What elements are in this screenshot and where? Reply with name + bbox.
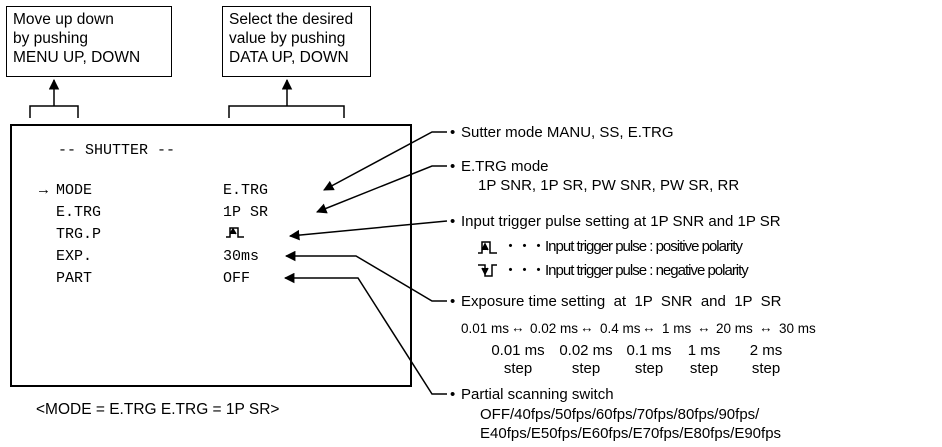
leader-exposure	[284, 250, 447, 302]
note-exposure-title: Exposure time setting at 1P SNR and 1P S…	[461, 293, 782, 310]
bullet-partial: •	[450, 386, 456, 403]
bullet-exposure: •	[450, 293, 456, 310]
bullet-shutter: •	[450, 124, 456, 141]
note-partial-title: Partial scanning switch	[461, 386, 614, 403]
exposure-range-3: 1 ms	[662, 321, 692, 336]
range-arrow-icon: ↔	[511, 320, 525, 335]
note-etrg-values: 1P SNR, 1P SR, PW SNR, PW SR, RR	[478, 177, 740, 194]
exposure-step-value: 2 ms	[749, 342, 783, 359]
leader-etrg-mode	[316, 165, 447, 214]
note-trigger-negative: ・・・Input trigger pulse : negative polari…	[503, 262, 749, 279]
negative-pulse-icon	[478, 264, 497, 277]
menu-bracket	[29, 105, 79, 118]
note-shutter-mode: Sutter mode MANU, SS, E.TRG	[461, 124, 674, 141]
positive-pulse-icon	[478, 241, 497, 254]
exposure-range-0: 0.01 ms	[461, 321, 510, 336]
range-arrow-icon: ↔	[580, 320, 594, 335]
menu-row-exp-label: EXP.	[56, 248, 93, 265]
note-trigger-title: Input trigger pulse setting at 1P SNR an…	[461, 213, 781, 230]
exposure-step-unit: step	[751, 360, 781, 377]
menu-row-mode-value: E.TRG	[223, 182, 269, 199]
menu-row-etrg-value: 1P SR	[223, 204, 269, 221]
leader-trigger	[288, 220, 448, 241]
exposure-step-2: 0.1 ms step	[621, 342, 677, 378]
shutter-menu-screen	[10, 124, 412, 387]
menu-callout-line-2: by pushing	[13, 30, 88, 47]
menu-callout-line-1: Move up down	[13, 11, 114, 28]
data-callout-box: Select the desired value by pushing DATA…	[222, 6, 371, 77]
exposure-step-value: 1 ms	[687, 342, 721, 359]
menu-row-exp-value: 30ms	[223, 248, 260, 265]
exposure-range-4: 20 ms	[716, 321, 753, 336]
bullet-trigger: •	[450, 213, 456, 230]
screen-title: -- SHUTTER --	[58, 142, 176, 159]
menu-callout-line-3: MENU UP, DOWN	[13, 49, 141, 66]
exposure-step-4: 2 ms step	[738, 342, 794, 378]
data-bracket	[228, 105, 345, 118]
leader-shutter-mode	[323, 131, 447, 191]
exposure-step-3: 1 ms step	[681, 342, 727, 378]
range-arrow-icon: ↔	[697, 320, 711, 335]
exposure-step-unit: step	[571, 360, 601, 377]
note-etrg-title: E.TRG mode	[461, 158, 549, 175]
bullet-etrg: •	[450, 158, 456, 175]
exposure-step-value: 0.1 ms	[626, 342, 672, 359]
exposure-step-0: 0.01 ms step	[486, 342, 550, 378]
cursor-arrow: →	[39, 182, 49, 199]
data-callout-line-2: value by pushing	[229, 30, 346, 47]
exposure-range-2: 0.4 ms	[600, 321, 641, 336]
data-callout-line-1: Select the desired	[229, 11, 354, 28]
exposure-step-unit: step	[634, 360, 664, 377]
menu-row-etrg-label: E.TRG	[56, 204, 102, 221]
exposure-step-unit: step	[503, 360, 533, 377]
menu-row-part-label: PART	[56, 270, 93, 287]
exposure-step-value: 0.01 ms	[491, 342, 545, 359]
exposure-step-1: 0.02 ms step	[554, 342, 618, 378]
exposure-step-unit: step	[689, 360, 719, 377]
exposure-step-value: 0.02 ms	[559, 342, 613, 359]
leader-partial	[283, 272, 447, 395]
range-arrow-icon: ↔	[759, 320, 773, 335]
menu-callout-box: Move up down by pushing MENU UP, DOWN	[6, 6, 172, 77]
range-arrow-icon: ↔	[642, 320, 656, 335]
menu-row-mode-label: MODE	[56, 182, 93, 199]
menu-row-part-value: OFF	[223, 270, 251, 287]
note-partial-line-2: E40fps/E50fps/E60fps/E70fps/E80fps/E90fp…	[480, 425, 782, 442]
menu-row-trgp-label: TRG.P	[56, 226, 102, 243]
exposure-range-5: 30 ms	[779, 321, 816, 336]
note-partial-line-1: OFF/40fps/50fps/60fps/70fps/80fps/90fps/	[480, 406, 760, 423]
exposure-range-1: 0.02 ms	[530, 321, 579, 336]
screen-caption: <MODE = E.TRG E.TRG = 1P SR>	[36, 401, 280, 418]
positive-pulse-icon	[226, 227, 244, 238]
data-callout-line-3: DATA UP, DOWN	[229, 49, 349, 66]
note-trigger-positive: ・・・Input trigger pulse : positive polari…	[503, 238, 743, 255]
